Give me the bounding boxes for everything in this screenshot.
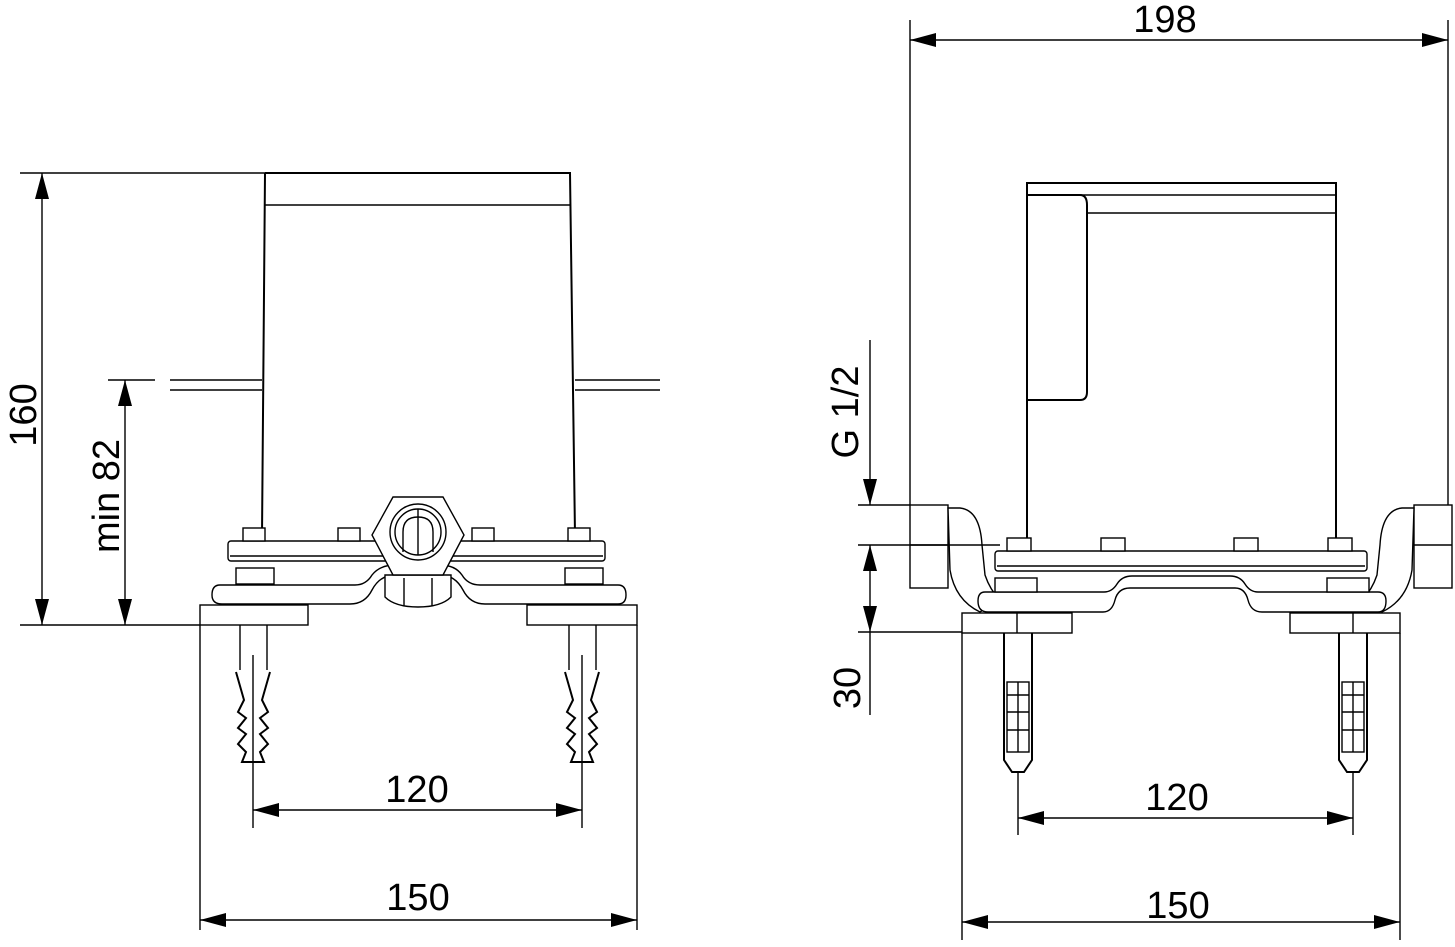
dimension-120-side: 120 xyxy=(1017,772,1354,835)
dimension-198-label: 198 xyxy=(1133,0,1196,41)
wall-dowel-side-right xyxy=(1338,633,1368,773)
dimension-150-front-label: 150 xyxy=(386,877,449,919)
dimension-120-front-label: 120 xyxy=(385,769,448,811)
dimension-30-label: 30 xyxy=(827,667,869,709)
lower-bracket xyxy=(211,564,627,608)
pipe-connection-left xyxy=(909,504,1002,613)
dimension-150-side-label: 150 xyxy=(1146,885,1209,927)
lower-bracket-side xyxy=(977,575,1387,613)
dimension-min-82-label: min 82 xyxy=(86,439,128,553)
hex-nut xyxy=(371,496,465,576)
dimension-160-label: 160 xyxy=(3,383,45,446)
dimension-198: 198 xyxy=(909,0,1449,505)
housing-box-side xyxy=(1026,182,1337,540)
dimension-g-half: G 1/2 xyxy=(825,340,1000,546)
dimension-120-front: 120 xyxy=(252,769,583,828)
dimension-150-side: 150 xyxy=(961,633,1401,940)
pipe-connection-right xyxy=(1360,504,1453,613)
wall-dowel-side-left xyxy=(1003,633,1033,773)
dimension-160: 160 xyxy=(3,172,265,626)
wall-dowel-left xyxy=(235,625,271,790)
mounting-rail-side xyxy=(994,537,1368,572)
dimension-150-front: 150 xyxy=(199,625,638,930)
side-view: 198 G 1/2 30 120 150 xyxy=(825,0,1453,940)
front-view: 160 min 82 120 150 xyxy=(3,172,660,930)
dimension-g-half-label: G 1/2 xyxy=(825,366,867,459)
housing-box xyxy=(261,172,576,536)
wall-dowel-right xyxy=(564,625,600,790)
base-plates-side xyxy=(961,612,1401,634)
dimension-30: 30 xyxy=(827,545,962,715)
dimension-min-82: min 82 xyxy=(86,379,155,625)
dimension-120-side-label: 120 xyxy=(1145,777,1208,819)
base-plates xyxy=(199,604,638,626)
wall-line xyxy=(170,379,660,391)
